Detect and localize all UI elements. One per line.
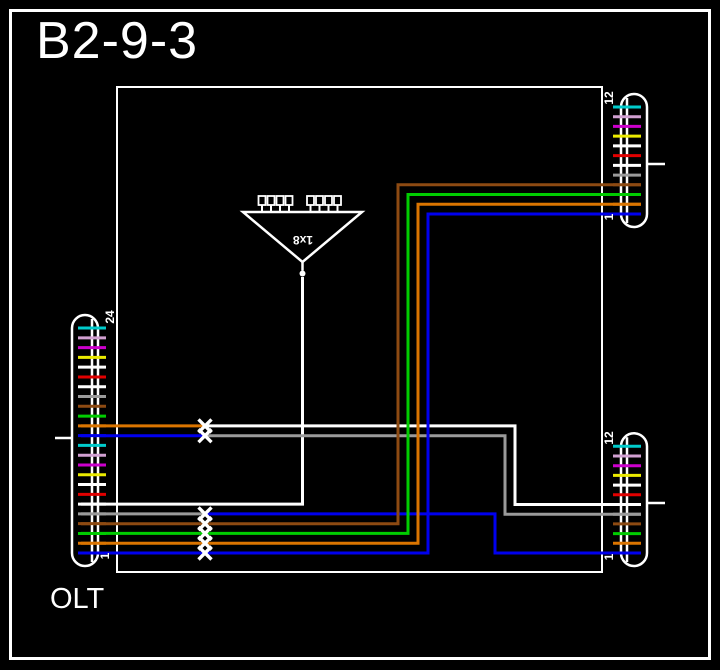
distribution-bottom-count-label: 12: [602, 431, 616, 445]
olt-connector-body: [70, 313, 100, 568]
splitter-port-6: [315, 195, 324, 206]
splitter-ratio-label: 1x8: [292, 233, 314, 247]
page-title: B2-9-3: [36, 12, 199, 70]
olt-connector-top-count-label: 24: [103, 310, 117, 324]
distribution-top-first-label: 1: [602, 213, 616, 221]
splitter-port-7: [324, 195, 333, 206]
splitter-port-1: [257, 195, 267, 206]
distribution-bottom-body: [619, 432, 649, 568]
fiber-route-splice-to-top-f2: [205, 202, 641, 545]
olt-label: OLT: [50, 583, 105, 615]
fiber-route-splice-to-top-f4: [205, 183, 641, 526]
splice-x-mark: [197, 545, 213, 561]
splitter-port-8: [333, 195, 342, 206]
olt-connector-bottom-count-label: 1: [98, 552, 112, 560]
distribution-top-count-label: 12: [602, 91, 616, 105]
fiber-route-splice-to-top-f3: [205, 193, 641, 535]
splitter-feed-dot: [299, 270, 306, 277]
fiber-route-splice-to-bottom-f6: [205, 424, 641, 506]
fiber-route-splice-to-top-f1: [205, 212, 641, 555]
distribution-box: [116, 86, 603, 573]
outer-border: [9, 9, 711, 660]
fiber-route-splitter-feed: [81, 277, 304, 506]
splitter-port-5: [306, 195, 315, 206]
splitter-port-3: [275, 195, 285, 206]
fiber-route-splice-to-bottom-f5: [205, 434, 641, 516]
fiber-route-splice-to-bottom-f1: [205, 512, 641, 555]
splice-x-mark: [197, 427, 213, 444]
splitter-port-2: [266, 195, 276, 206]
distribution-top-body: [619, 92, 649, 229]
splitter-port-4: [284, 195, 294, 206]
splitter-triangle: [239, 210, 366, 264]
distribution-bottom-first-label: 1: [602, 553, 616, 561]
